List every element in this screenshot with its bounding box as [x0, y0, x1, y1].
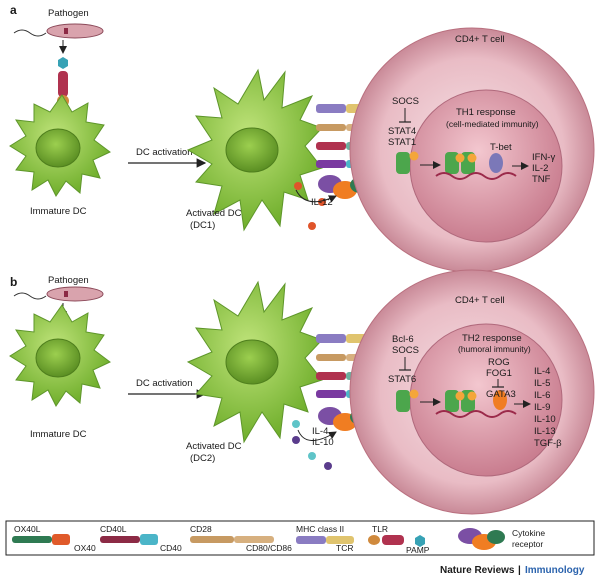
dc-activation-label: DC activation [136, 147, 193, 158]
cytokine-b-0: IL-4 [312, 426, 328, 437]
output-a-0: IFN-γ [532, 152, 555, 163]
activated-dc-cell [186, 280, 323, 444]
legend-cd28: CD28 [190, 524, 212, 534]
output-b-6: TGF-β [534, 438, 562, 449]
cd28-icon [190, 536, 234, 543]
legend-tlr: TLR [372, 524, 388, 534]
output-b-1: IL-5 [534, 378, 550, 389]
tf-b: GATA3 [486, 389, 516, 400]
pathogen-label: Pathogen [48, 8, 89, 19]
cytokine-a-0: IL-12 [311, 197, 333, 208]
stat-b-0: STAT6 [388, 374, 416, 385]
panel-b: b Pathogen Immature DC DC activation Act… [9, 269, 595, 515]
ox40-icon [52, 534, 70, 545]
activated-dc-label: Activated DC [186, 441, 242, 452]
dc-activation-label: DC activation [136, 378, 193, 389]
pathogen-icon [13, 23, 104, 39]
output-b-0: IL-4 [534, 366, 550, 377]
cd4-t-cell [349, 27, 595, 273]
immature-dc-label: Immature DC [30, 429, 87, 440]
cytokine-b-1: IL-10 [312, 437, 334, 448]
stat-dimer-a [396, 151, 419, 174]
output-b-5: IL-13 [534, 426, 556, 437]
immature-dc-cell [9, 94, 111, 197]
output-b-2: IL-6 [534, 390, 550, 401]
tcr-icon [326, 536, 354, 544]
tcell-title-a: CD4+ T cell [455, 34, 505, 45]
legend-cd40l: CD40L [100, 524, 127, 534]
panel-a: a Pathogen Immature DC DC activation Act… [9, 3, 595, 273]
pamp-icon [58, 57, 68, 69]
tcell-title-b: CD4+ T cell [455, 295, 505, 306]
activated-dc-subtype: (DC2) [190, 453, 215, 464]
legend-cytokine-1: Cytokine [512, 528, 545, 538]
legend: OX40L OX40 CD40L CD40 CD28 CD80/CD86 MHC… [5, 520, 595, 556]
cd80-cd86-icon [234, 536, 274, 543]
legend-ox40l: OX40L [14, 524, 41, 534]
legend-cytokine-2: receptor [512, 539, 543, 549]
inhibitor-b-0: Bcl-6 [392, 334, 414, 345]
tf-regulator-b-1: FOG1 [486, 368, 512, 379]
inhibitor-a-0: SOCS [392, 96, 419, 107]
legend-tcr: TCR [336, 543, 353, 553]
activated-dc-label: Activated DC [186, 208, 242, 219]
tlr-icon [58, 71, 68, 97]
dna-b [435, 410, 517, 418]
immature-dc-label: Immature DC [30, 206, 87, 217]
nuclear-stat-complex-a [445, 152, 503, 174]
dna-a [435, 172, 517, 180]
nuclear-stat-complex-b [445, 390, 507, 412]
activated-dc-cell [186, 68, 323, 232]
legend-cd80: CD80/CD86 [246, 543, 292, 553]
stat-a-0: STAT4 [388, 126, 416, 137]
response-a-1: TH1 response [456, 107, 516, 118]
response-b-2: (humoral immunity) [458, 344, 531, 354]
tf-a: T-bet [490, 142, 512, 153]
ox40l-icon [12, 536, 52, 543]
inhibitor-b-1: SOCS [392, 345, 419, 356]
legend-pamp: PAMP [406, 545, 430, 555]
output-a-1: IL-2 [532, 163, 548, 174]
tlr-legend-icon [368, 535, 380, 545]
response-a-2: (cell-mediated immunity) [446, 119, 539, 129]
output-b-3: IL-9 [534, 402, 550, 413]
response-b-1: TH2 response [462, 333, 522, 344]
activated-dc-subtype: (DC1) [190, 220, 215, 231]
legend-cd40: CD40 [160, 543, 182, 553]
cytokine-receptor-legend-icon [458, 528, 505, 550]
panel-a-label: a [10, 3, 17, 17]
legend-mhc: MHC class II [296, 524, 344, 534]
panel-b-label: b [10, 275, 17, 289]
output-a-2: TNF [532, 174, 551, 185]
output-b-4: IL-10 [534, 414, 556, 425]
cd40l-icon [100, 536, 140, 543]
journal-name: Nature Reviews [440, 565, 515, 576]
pathogen-label: Pathogen [48, 275, 89, 286]
mhc-class-ii-icon [296, 536, 326, 544]
journal-section: Immunology [525, 565, 585, 576]
immature-dc-cell [9, 304, 111, 407]
tf-regulator-b-0: ROG [488, 357, 510, 368]
cd40-icon [140, 534, 158, 545]
legend-ox40: OX40 [74, 543, 96, 553]
stat-dimer-b [396, 389, 419, 412]
footer-brand: Nature Reviews | Immunology [440, 565, 585, 576]
pathogen-icon [13, 286, 104, 302]
journal-separator: | [518, 565, 521, 576]
pamp-legend-icon [415, 535, 425, 547]
stat-a-1: STAT1 [388, 137, 416, 148]
